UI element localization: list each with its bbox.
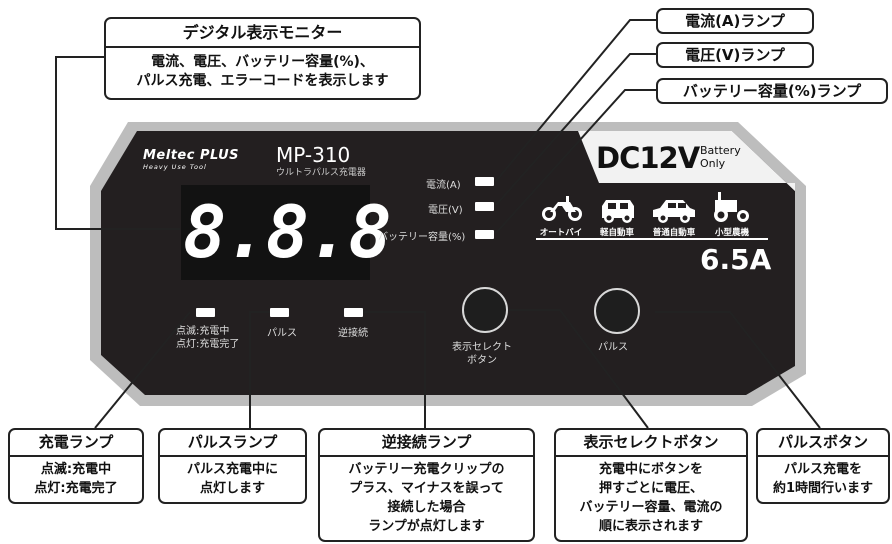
callout-charge-lamp: 充電ランプ 点滅:充電中 点灯:充電完了 [8,428,144,504]
callout-pulse-lamp-title: パルスランプ [160,430,305,457]
callout-pulse-button-line-1: パルス充電を [783,462,862,477]
display-window [181,185,370,280]
callout-voltage-lamp-label: 電圧(V)ランプ [685,46,785,64]
digital-display: 8.8.8 [183,190,392,274]
line-capacity [495,89,656,234]
callout-pulse-lamp: パルスランプ パルス充電中に 点灯します [158,428,307,504]
vehicle-divider [536,238,768,240]
vehicle-label-car: 普通自動車 [652,228,696,238]
callout-monitor-title: デジタル表示モニター [106,19,419,48]
callout-reverse-lamp-title: 逆接続ランプ [320,430,533,457]
callout-current-lamp: 電流(A)ランプ [656,8,814,34]
callout-reverse-lamp-line-1: バッテリー充電クリップの [348,462,505,477]
lamp-charge [196,308,215,317]
callout-pulse-button-line-2: 約1時間行います [772,481,874,496]
rating-label-bg [578,131,795,191]
callout-pulse-lamp-line-2: 点灯します [199,481,265,496]
dc-rating: DC12V [596,141,700,175]
callout-select-button-line-4: 順に表示されます [598,519,703,534]
callout-select-button-line-1: 充電中にボタンを [598,462,703,477]
callout-select-button-line-3: バッテリー容量、電流の [579,500,723,515]
battery-only-line-1: Battery [700,144,741,157]
lamp-current [475,177,494,186]
indicator-label-current: 電流(A) [426,180,461,191]
pulse-button[interactable] [594,288,640,334]
indicator-label-capacity: バッテリー容量(%) [378,232,466,243]
select-button-label-2: ボタン [467,355,497,366]
battery-only-line-2: Only [700,157,726,170]
line-select [508,309,649,429]
callout-charge-lamp-line-2: 点灯:充電完了 [34,481,118,496]
line-charge [94,311,191,429]
indicator-label-voltage: 電圧(V) [428,205,463,216]
lamp-reverse [344,308,363,317]
model-subtitle: ウルトラパルス充電器 [276,168,366,178]
line-pulsebtn [655,311,821,429]
callout-reverse-lamp-line-4: ランプが点灯します [368,519,485,534]
lamp-label-reverse: 逆接続 [338,328,368,339]
select-button-label-1: 表示セレクト [452,342,512,353]
lamp-label-charge-1: 点滅:充電中 [176,326,230,337]
callout-monitor-line-2: パルス充電、エラーコードを表示します [136,73,389,89]
callout-reverse-lamp-line-3: 接続した場合 [387,500,466,515]
pulse-button-label: パルス [598,342,628,353]
line-monitor [55,56,180,230]
callout-reverse-lamp: 逆接続ランプ バッテリー充電クリップの プラス、マイナスを誤って 接続した場合 … [318,428,535,542]
line-reverse [355,311,426,428]
callout-current-lamp-label: 電流(A)ランプ [685,12,785,30]
callout-charge-lamp-line-1: 点滅:充電中 [40,462,112,477]
vehicle-label-motorcycle: オートバイ [539,228,583,238]
lamp-label-charge-2: 点灯:充電完了 [176,339,240,350]
lamp-pulse [270,308,289,317]
display-select-button[interactable] [462,287,508,333]
callout-pulse-button-title: パルスボタン [758,430,888,457]
vehicle-label-kei: 軽自動車 [599,228,634,238]
callout-reverse-lamp-line-2: プラス、マイナスを誤って [349,481,504,496]
line-voltage [495,53,656,206]
brand-sub: Heavy Use Tool [143,163,207,171]
callout-monitor: デジタル表示モニター 電流、電圧、バッテリー容量(%)、 パルス充電、エラーコー… [104,17,421,100]
model-name: MP-310 [276,143,351,167]
callout-charge-lamp-title: 充電ランプ [10,430,142,457]
line-current [495,19,656,182]
callout-select-button-line-2: 押すごとに電圧、 [598,481,703,496]
kei-car-icon [602,200,634,223]
callout-voltage-lamp: 電圧(V)ランプ [656,42,814,68]
callout-select-button: 表示セレクトボタン 充電中にボタンを 押すごとに電圧、 バッテリー容量、電流の … [554,428,748,542]
motorcycle-icon [542,196,582,221]
car-icon [653,200,695,223]
vehicle-label-tractor: 小型農機 [714,228,749,238]
callout-pulse-lamp-line-1: パルス充電中に [186,462,278,477]
brand-logo: Meltec PLUS Heavy Use Tool [143,148,268,172]
callout-monitor-line-1: 電流、電圧、バッテリー容量(%)、 [151,54,374,70]
tractor-icon [714,192,749,222]
brand-name: Meltec PLUS [143,148,239,163]
lamp-voltage [475,202,494,211]
callout-select-button-title: 表示セレクトボタン [556,430,746,457]
callout-capacity-lamp: バッテリー容量(%)ランプ [656,78,888,104]
callout-capacity-lamp-label: バッテリー容量(%)ランプ [682,82,862,100]
lamp-capacity [475,230,494,239]
callout-pulse-button: パルスボタン パルス充電を 約1時間行います [756,428,890,504]
amperage: 6.5A [700,243,772,276]
lamp-label-pulse: パルス [267,328,297,339]
